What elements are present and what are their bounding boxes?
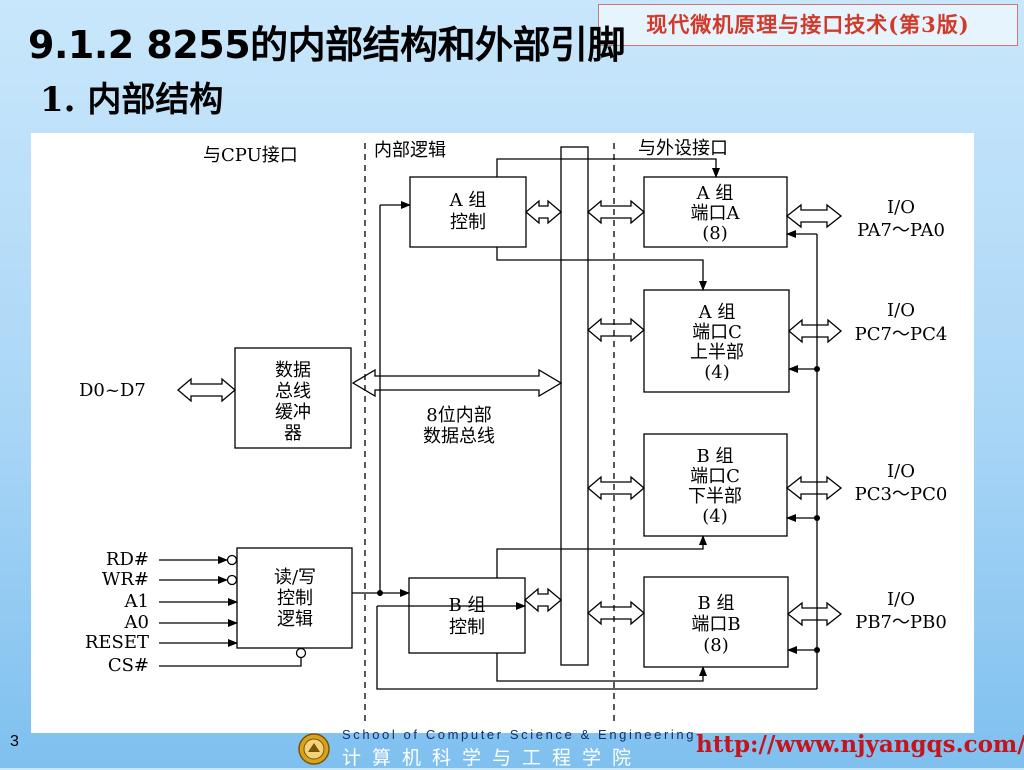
svg-text:端口C: 端口C — [690, 466, 740, 487]
group-b-control-box — [408, 577, 526, 654]
data-bus-buffer-box — [234, 347, 352, 449]
svg-text:控制: 控制 — [450, 212, 486, 233]
port-c-lower-bus-arrow — [586, 475, 646, 501]
page-number: 3 — [10, 733, 19, 750]
io-label-pb: I/O — [887, 589, 915, 610]
svg-text:数据: 数据 — [275, 360, 311, 381]
pc-upper-pins-arrow — [787, 318, 843, 344]
svg-text:(4): (4) — [704, 362, 730, 383]
school-name-en: School of Computer Science & Engineering — [342, 727, 697, 742]
svg-text:A 组: A 组 — [698, 302, 736, 323]
input-wr: WR# — [102, 569, 149, 590]
school-logo-icon — [298, 733, 330, 765]
svg-text:(8): (8) — [702, 223, 728, 244]
port-b-label: B 组 端口B (8) — [691, 593, 740, 656]
input-reset: RESET — [85, 632, 149, 653]
port-c-upper-box — [643, 289, 790, 393]
io-label-pc-lower: I/O — [887, 461, 915, 482]
io-label-pc-upper: I/O — [887, 300, 915, 321]
input-a0: A0 — [124, 612, 149, 633]
svg-text:读/写: 读/写 — [274, 567, 316, 588]
port-b-bus-arrow — [586, 600, 646, 626]
pb-pins-arrow — [786, 601, 843, 627]
book-title-banner: 现代微机原理与接口技术(第3版) — [598, 4, 1018, 46]
pc-lower-pins-arrow — [785, 475, 843, 501]
input-rd: RD# — [106, 549, 149, 570]
block-diagram-8255: 与CPU接口 内部逻辑 与外设接口 数据 总线 缓冲 器 读/写 控制 逻辑 A… — [31, 133, 974, 733]
svg-text:缓冲: 缓冲 — [275, 402, 311, 423]
svg-text:端口C: 端口C — [692, 322, 742, 343]
school-name-cn: 计算机科学与工程学院 — [342, 747, 643, 769]
group-a-bus-arrow — [524, 199, 563, 225]
svg-text:8位内部: 8位内部 — [426, 405, 491, 426]
data-pins-arrow — [176, 377, 237, 403]
svg-text:逻辑: 逻辑 — [277, 609, 313, 630]
svg-text:器: 器 — [284, 423, 302, 444]
port-a-bus-arrow — [586, 199, 646, 225]
pc-upper-pins-label: PC7～PC4 — [855, 324, 948, 345]
group-b-control-label: B 组 控制 — [449, 595, 486, 638]
svg-text:A 组: A 组 — [696, 183, 734, 204]
region-label-cpu: 与CPU接口 — [203, 145, 298, 166]
slide-subtitle: 1. 内部结构 — [40, 80, 224, 120]
svg-text:B 组: B 组 — [449, 595, 486, 616]
internal-bus-arrow — [351, 368, 563, 398]
svg-text:B 组: B 组 — [697, 446, 734, 467]
svg-text:端口A: 端口A — [691, 203, 741, 224]
wr-bubble — [226, 574, 238, 586]
port-a-label: A 组 端口A (8) — [691, 183, 741, 244]
rd-bubble — [226, 554, 238, 566]
region-label-external: 与外设接口 — [638, 138, 728, 159]
svg-text:A 组: A 组 — [449, 190, 487, 211]
svg-text:总线: 总线 — [275, 381, 311, 402]
svg-text:B 组: B 组 — [698, 593, 735, 614]
svg-text:端口B: 端口B — [691, 614, 740, 635]
pc-lower-pins-label: PC3～PC0 — [855, 484, 948, 505]
io-label-pa: I/O — [887, 197, 915, 218]
rw-control-label: 读/写 控制 逻辑 — [274, 567, 316, 630]
pb-pins-label: PB7～PB0 — [855, 612, 947, 633]
group-a-control-label: A 组 控制 — [449, 190, 487, 233]
buffer-label: 数据 总线 缓冲 器 — [275, 360, 311, 444]
region-label-internal: 内部逻辑 — [374, 140, 446, 161]
svg-text:数据总线: 数据总线 — [423, 426, 495, 447]
svg-text:控制: 控制 — [277, 588, 313, 609]
port-c-upper-bus-arrow — [586, 317, 646, 343]
port-c-lower-label: B 组 端口C 下半部 (4) — [688, 446, 742, 527]
svg-text:控制: 控制 — [449, 617, 485, 638]
svg-text:(4): (4) — [702, 506, 728, 527]
port-c-lower-box — [643, 433, 788, 537]
slide-title: 9.1.2 8255的内部结构和外部引脚 — [28, 23, 626, 67]
cs-bubble — [295, 647, 307, 659]
pa-pins-arrow — [785, 203, 843, 229]
svg-text:上半部: 上半部 — [690, 342, 744, 363]
input-cs: CS# — [108, 655, 149, 676]
pa-pins-label: PA7～PA0 — [857, 220, 945, 241]
data-pins-label: D0~D7 — [79, 380, 146, 401]
internal-data-bus-bar — [560, 146, 589, 666]
svg-text:下半部: 下半部 — [688, 486, 742, 507]
website-link[interactable]: http://www.njyangqs.com/ — [696, 731, 1024, 758]
input-a1: A1 — [124, 591, 149, 612]
group-b-bus-arrow — [523, 587, 563, 613]
svg-text:(8): (8) — [703, 635, 729, 656]
port-c-upper-label: A 组 端口C 上半部 (4) — [690, 302, 744, 383]
port-b-box — [643, 576, 789, 668]
internal-bus-label: 8位内部 数据总线 — [423, 405, 495, 447]
